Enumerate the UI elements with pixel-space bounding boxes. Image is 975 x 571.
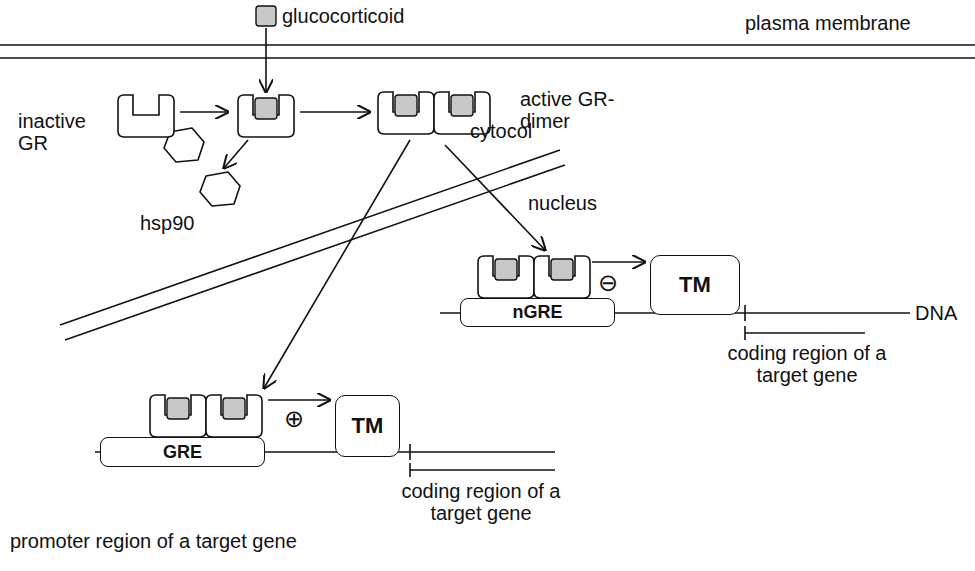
plasma-membrane-line [0,44,975,46]
transcription-machinery-box: TM [335,395,400,457]
translocation-arrow [264,140,410,388]
start-tick [409,444,411,460]
activation-sign: ⊕ [284,406,304,432]
box-label: GRE [163,442,202,463]
ligand-square [551,259,573,280]
receptor-unit [118,95,174,137]
compartment-label: cytocol [470,120,532,142]
ligand-square [495,259,517,280]
coding-bracket-tick [744,326,746,340]
receptor-unit [534,256,590,298]
plasma-membrane-line [0,57,975,59]
transcription-machinery-box: TM [650,255,740,315]
coding-bracket [745,332,865,334]
dna-label: DNA [915,302,957,324]
ligand-square [223,398,245,419]
protein-label: hsp90 [140,212,195,234]
ligand-square [395,95,417,116]
receptor-unit [378,92,434,134]
ligand-square [256,6,276,26]
ligand-square [167,398,189,419]
coding-bracket [410,469,555,471]
regulation-arrow [592,261,645,263]
coding-bracket-tick [409,463,411,477]
repression-sign: ⊖ [598,270,618,296]
receptor-unit [238,95,294,137]
ligand-label: glucocorticoid [282,5,404,27]
receptor-unit [206,395,262,437]
box-label: TM [352,413,384,439]
region-label: coding region of a target gene [722,342,892,386]
receptor-label: active GR-dimer [520,88,650,132]
step-arrow [300,111,370,113]
regulation-arrow [268,399,330,401]
compartment-label: nucleus [528,192,597,214]
receptor-unit [478,256,534,298]
region-label: promoter region of a target gene [10,530,297,552]
receptor-unit [150,395,206,437]
ligand-square [255,98,277,119]
box-label: nGRE [512,302,562,323]
response-element-box: nGRE [460,298,615,327]
region-label: coding region of a target gene [396,480,566,524]
response-element-box: GRE [100,437,265,467]
entry-arrow [265,28,267,92]
ligand-square [451,95,473,116]
step-arrow [180,111,228,113]
hsp90-shape [200,172,240,206]
start-tick [744,305,746,321]
release-arrow [224,140,248,168]
box-label: TM [679,272,711,298]
receptor-label: inactive GR [18,110,98,154]
membrane-label: plasma membrane [745,12,911,34]
